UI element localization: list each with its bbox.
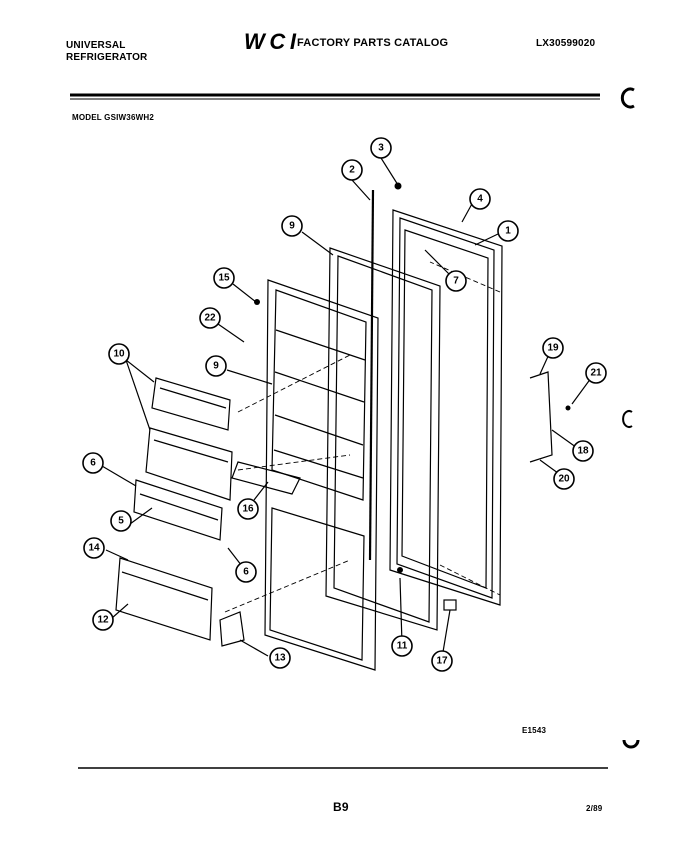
logo-text: WCI — [244, 30, 297, 52]
egg-tray — [231, 461, 301, 495]
callout-5: 5 — [110, 510, 132, 532]
binder-mark-bottom — [622, 739, 640, 749]
callout-20: 20 — [553, 468, 575, 490]
svg-text:1: 1 — [505, 226, 511, 237]
callout-19: 19 — [542, 337, 564, 359]
brand-line-1: UNIVERSAL — [66, 40, 126, 51]
callout-7: 7 — [445, 270, 467, 292]
screw-icon — [254, 299, 260, 305]
callout-2: 2 — [341, 159, 363, 181]
svg-text:20: 20 — [558, 474, 570, 485]
svg-text:14: 14 — [88, 543, 100, 554]
svg-text:12: 12 — [97, 615, 109, 626]
binder-mark-top — [620, 87, 635, 109]
leader-lines — [101, 157, 595, 659]
callout-10: 10 — [108, 343, 130, 365]
door-bin-lower — [145, 427, 233, 501]
callout-6-upper: 6 — [82, 452, 104, 474]
svg-text:10: 10 — [113, 349, 125, 360]
svg-text:18: 18 — [577, 446, 589, 457]
shelf-rail — [133, 479, 223, 541]
callout-11: 11 — [391, 635, 413, 657]
binder-mark-mid — [622, 410, 633, 428]
svg-text:17: 17 — [436, 656, 448, 667]
svg-text:16: 16 — [242, 504, 254, 515]
svg-text:11: 11 — [397, 641, 408, 652]
callout-14: 14 — [83, 537, 105, 559]
callout-9-upper: 9 — [281, 215, 303, 237]
svg-text:5: 5 — [118, 516, 124, 527]
model-label: MODEL GSIW36WH2 — [72, 113, 154, 122]
svg-text:3: 3 — [378, 143, 384, 154]
page-number: B9 — [333, 800, 349, 814]
callout-16: 16 — [237, 498, 259, 520]
svg-text:9: 9 — [289, 221, 295, 232]
svg-text:6: 6 — [90, 458, 96, 469]
svg-text:13: 13 — [274, 653, 286, 664]
door-rod — [368, 189, 375, 561]
screw-icon — [394, 182, 402, 190]
callout-3: 3 — [370, 137, 392, 159]
callout-12: 12 — [92, 609, 114, 631]
callout-13: 13 — [269, 647, 291, 669]
callout-1: 1 — [497, 220, 519, 242]
screw-icon — [565, 405, 571, 411]
callout-21: 21 — [585, 362, 607, 384]
wci-logo: WCI — [244, 30, 297, 52]
callout-4: 4 — [469, 188, 491, 210]
bin-bracket — [219, 611, 245, 647]
svg-text:19: 19 — [547, 343, 559, 354]
door-gasket — [325, 247, 441, 631]
callout-6-lower: 6 — [235, 561, 257, 583]
callout-18: 18 — [572, 440, 594, 462]
inner-door-liner — [264, 279, 379, 671]
svg-text:15: 15 — [218, 273, 230, 284]
callout-15: 15 — [213, 267, 235, 289]
svg-text:2: 2 — [349, 165, 355, 176]
callout-17: 17 — [431, 650, 453, 672]
door-bin-upper — [151, 377, 231, 431]
callout-22: 22 — [199, 307, 221, 329]
doc-number: LX30599020 — [536, 38, 596, 49]
svg-text:4: 4 — [477, 194, 483, 205]
callout-9-lower: 9 — [205, 355, 227, 377]
door-handle — [529, 371, 553, 463]
svg-text:22: 22 — [204, 313, 216, 324]
svg-text:21: 21 — [590, 368, 602, 379]
brand-line-2: REFRIGERATOR — [66, 52, 148, 63]
door-hinge — [443, 599, 457, 611]
diagram-code: E1543 — [522, 726, 547, 735]
bottom-door-bin — [115, 557, 213, 641]
svg-text:9: 9 — [213, 361, 219, 372]
catalog-title: FACTORY PARTS CATALOG — [297, 37, 449, 49]
print-date: 2/89 — [586, 804, 603, 813]
svg-text:7: 7 — [453, 276, 459, 287]
svg-text:6: 6 — [243, 567, 249, 578]
screw-icon — [397, 567, 403, 573]
